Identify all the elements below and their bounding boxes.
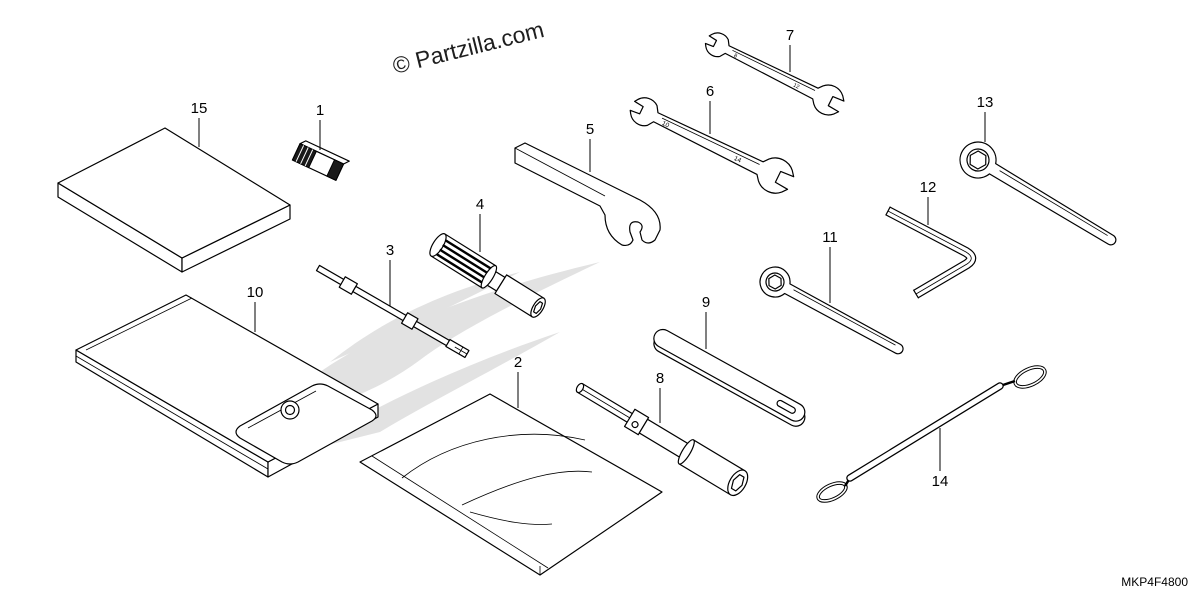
callout-label[interactable]: 10 [247,284,264,301]
callout-14[interactable]: 14 [932,428,949,490]
partzilla-watermark: © Partzilla.com [390,16,547,79]
callout-label[interactable]: 11 [822,229,838,246]
bag-print-curve [469,511,553,525]
bag-print-curve [401,433,586,479]
callout-13[interactable]: 13 [977,94,994,142]
callout-3[interactable]: 3 [386,242,394,306]
part-13-ring-wrench [959,141,1117,246]
callout-2[interactable]: 2 [514,354,522,408]
part-5-pin-spanner [514,142,661,247]
ring-wrench-hex-opening [768,274,782,290]
handle-grip-face [480,264,498,289]
wrench-size-stamp: 8 [732,53,737,60]
callout-5[interactable]: 5 [586,121,594,172]
part-2-tool-bag [359,393,663,576]
callout-label[interactable]: 8 [656,370,664,387]
part-12-hex-key [885,206,977,299]
callout-label[interactable]: 14 [932,473,949,490]
logo-wing-shape [330,272,520,362]
wrench-body [701,26,848,119]
book-cover [57,127,291,259]
bag-print-curve [461,470,593,506]
callout-label[interactable]: 13 [977,94,994,111]
bar-face [653,328,806,422]
callout-label[interactable]: 2 [514,354,522,371]
callout-9[interactable]: 9 [702,294,710,349]
part-6-open-end-wrench: 10 14 [629,97,795,194]
part-3-screwdriver-bit [315,264,470,359]
wrench-size-stamp: 14 [733,155,743,165]
callout-label[interactable]: 5 [586,121,594,138]
part-11-ring-wrench-small [759,266,904,355]
callout-11[interactable]: 11 [822,229,838,303]
wrench-size-stamp: 10 [661,120,671,130]
bar-slot [776,399,796,414]
handle-grip-end [429,233,447,257]
part-8-spark-plug-wrench [575,382,749,497]
callout-label[interactable]: 12 [920,179,937,196]
pouch-snap-center [284,404,296,416]
plug-wrench-bar-end [575,382,585,394]
ring-wrench-hex-opening [969,150,987,170]
connector-cap-end [326,159,345,181]
bit-clip [401,312,419,330]
callout-7[interactable]: 7 [786,27,794,72]
callout-label[interactable]: 3 [386,242,394,259]
diagram-code: MKP4F4800 [1121,575,1188,589]
callout-label[interactable]: 1 [316,102,324,119]
part-9-extension-bar [653,328,806,427]
callout-8[interactable]: 8 [656,370,664,423]
callout-15[interactable]: 15 [191,100,208,147]
wrench-body [629,97,795,194]
part-1-small-connector [291,140,350,181]
part-7-open-end-wrench-small: 8 12 [701,26,848,119]
callout-12[interactable]: 12 [920,179,937,225]
wrench-size-stamp: 12 [792,83,800,91]
callout-10[interactable]: 10 [247,284,264,332]
part-14-helmet-cable [816,365,1047,503]
pouch-flap [235,383,377,465]
part-15-manual-book [57,127,291,273]
bit-rear-tip [315,264,347,287]
part-4-screwdriver-handle [429,233,546,318]
callout-1[interactable]: 1 [316,102,324,150]
callout-label[interactable]: 7 [786,27,794,44]
part-10-tool-pouch [75,294,379,478]
handle-socket-hex [533,301,544,315]
callout-label[interactable]: 6 [706,83,714,100]
callout-label[interactable]: 4 [476,196,484,213]
spanner-body [514,142,661,247]
plug-wrench-pin-hole [631,420,639,429]
plug-wrench-socket-ridge [677,439,695,465]
callout-label[interactable]: 9 [702,294,710,311]
callout-label[interactable]: 15 [191,100,208,117]
callout-4[interactable]: 4 [476,196,484,252]
plug-wrench-hex-opening [730,474,745,492]
callout-6[interactable]: 6 [706,83,714,134]
